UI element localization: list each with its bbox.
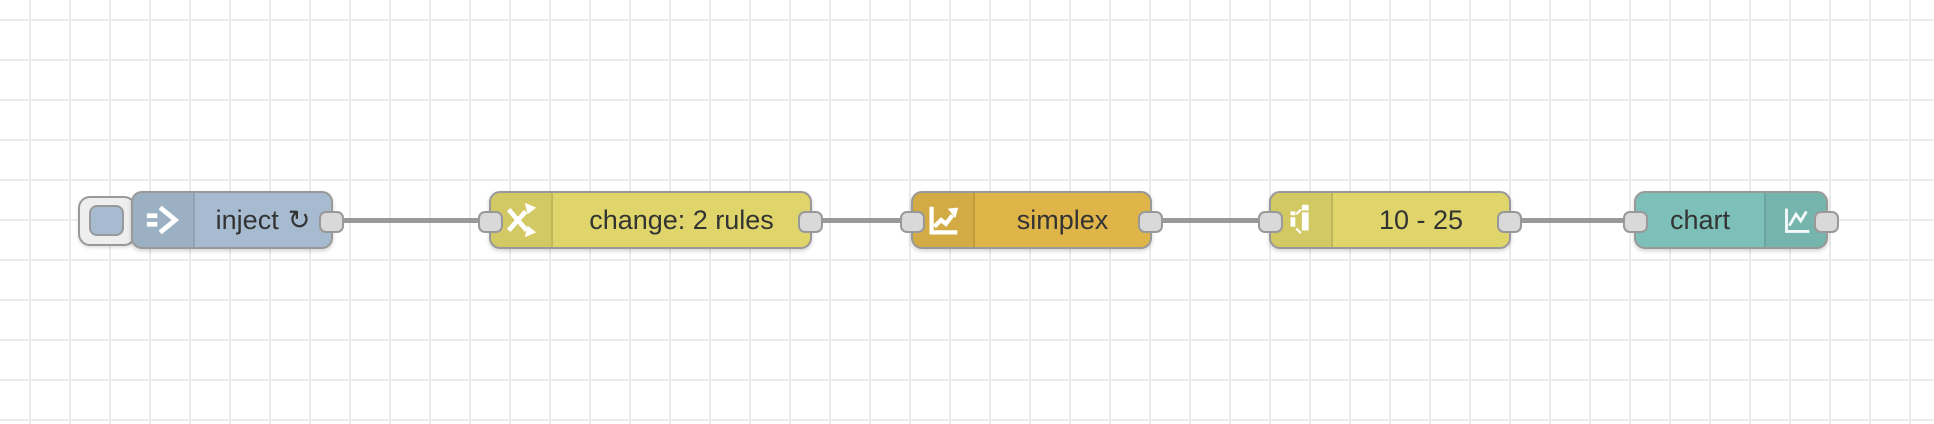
inject-trigger-button-inner[interactable]: [89, 205, 124, 236]
range-output-port[interactable]: [1497, 211, 1522, 233]
node-inject[interactable]: inject ↻: [131, 191, 344, 249]
chart-node-label-area: chart: [1636, 193, 1764, 247]
inject-trigger-button[interactable]: [78, 196, 136, 246]
change-output-port[interactable]: [798, 211, 823, 233]
shuffle-icon: [506, 202, 537, 238]
simplex-node-label: simplex: [1016, 204, 1109, 235]
chart-node-label: chart: [1669, 204, 1731, 235]
inject-output-port[interactable]: [319, 211, 344, 233]
chart-output-port[interactable]: [1814, 211, 1839, 233]
inject-arrow-icon: [146, 205, 180, 235]
chart-input-port[interactable]: [1623, 211, 1648, 233]
wire-change-to-simplex[interactable]: [812, 218, 912, 223]
line-chart-icon: [1785, 208, 1810, 233]
change-node-label-area: change: 2 rules: [553, 193, 810, 247]
change-node-label: change: 2 rules: [589, 204, 774, 235]
node-simplex[interactable]: simplex: [900, 191, 1163, 249]
inject-icon-section: [133, 193, 195, 247]
simplex-input-port[interactable]: [900, 211, 925, 233]
change-input-port[interactable]: [478, 211, 503, 233]
node-range[interactable]: 10 - 25: [1258, 191, 1522, 249]
node-change[interactable]: change: 2 rules: [478, 191, 823, 249]
simplex-node-label-area: simplex: [975, 193, 1150, 247]
inject-node-label-area: inject ↻: [195, 193, 331, 247]
inject-node-label: inject: [215, 204, 279, 235]
trend-chart-icon: [929, 206, 959, 235]
range-node-label-area: 10 - 25: [1333, 193, 1509, 247]
simplex-icon-section: [913, 193, 975, 247]
scale-range-icon: [1290, 204, 1309, 235]
simplex-output-port[interactable]: [1138, 211, 1163, 233]
wire-simplex-to-range[interactable]: [1152, 218, 1270, 223]
range-node-label: 10 - 25: [1378, 204, 1464, 235]
range-input-port[interactable]: [1258, 211, 1283, 233]
repeat-indicator-icon: ↻: [287, 204, 311, 235]
wire-range-to-chart[interactable]: [1511, 218, 1635, 223]
node-chart[interactable]: chart: [1623, 191, 1839, 249]
wire-inject-to-change[interactable]: [333, 218, 489, 223]
